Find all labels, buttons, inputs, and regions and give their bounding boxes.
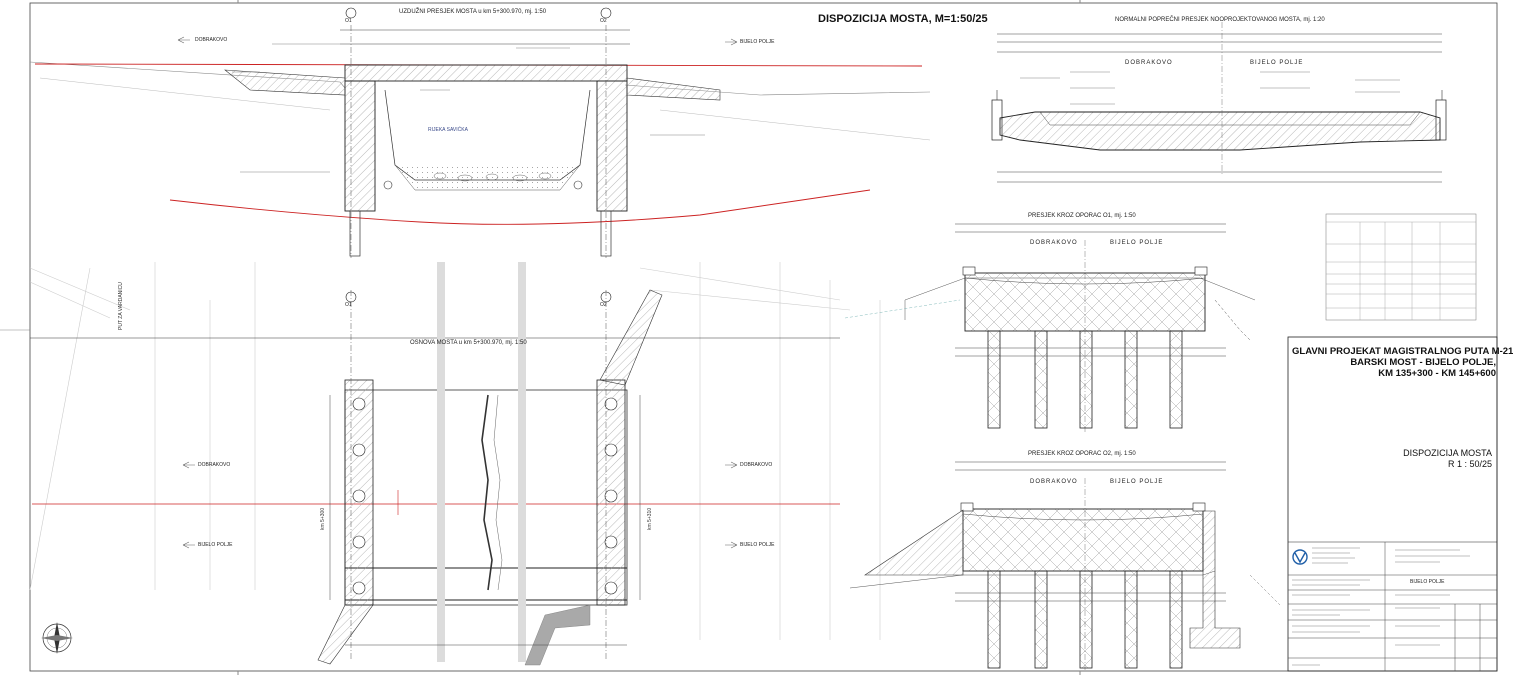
cross-section bbox=[991, 22, 1447, 183]
stacionaza-right: km 5+310 bbox=[647, 507, 653, 530]
abutment-o1-title: PRESJEK KROZ OPORAC O1, mj. 1:50 bbox=[1028, 213, 1136, 219]
longitudinal-section-title: UZDUŽNI PRESJEK MOSTA u km 5+300.970, mj… bbox=[399, 9, 547, 15]
deck-slab bbox=[344, 64, 628, 82]
abutment-o2 bbox=[596, 80, 628, 212]
drawing-scale: R 1 : 50/25 bbox=[1447, 459, 1492, 469]
o1-label-dobrakovo: DOBRAKOVO bbox=[1030, 240, 1078, 246]
abutment-o2-section bbox=[849, 461, 1281, 670]
project-title-line-2: BARSKI MOST - BIJELO POLJE, bbox=[1350, 357, 1496, 368]
direction-bijelo-polje-plan-2: BIJELO POLJE bbox=[740, 542, 775, 548]
cross-section-title: NORMALNI POPREČNI PRESJEK NOOPROJEKTOVAN… bbox=[1115, 17, 1325, 23]
direction-bijelo-polje-plan-1: DOBRAKOVO bbox=[740, 462, 773, 468]
stacionaza-left: km 5+300 bbox=[320, 507, 326, 530]
direction-bijelo-polje-top: BIJELO POLJE bbox=[740, 39, 775, 45]
direction-dobrakovo-top: DOBRAKOVO bbox=[195, 37, 228, 43]
sheet-border bbox=[29, 2, 1498, 672]
direction-dobrakovo-plan-2: BIJELO POLJE bbox=[198, 542, 233, 548]
plan-view-title: OSNOVA MOSTA u km 5+300.970, mj. 1:50 bbox=[410, 340, 527, 346]
project-title: GLAVNI PROJEKAT MAGISTRALNOG PUTA M-21 B… bbox=[1292, 346, 1513, 379]
abutment-o2-title: PRESJEK KROZ OPORAC O2, mj. 1:50 bbox=[1028, 451, 1136, 457]
cs-label-dobrakovo: DOBRAKOVO bbox=[1125, 60, 1173, 66]
axis-label-o1: O1 bbox=[345, 18, 352, 24]
north-arrow-icon bbox=[41, 622, 73, 654]
o2-label-bijelo-polje: BIJELO POLJE bbox=[1110, 479, 1164, 485]
title-block bbox=[1287, 336, 1498, 672]
axis-label-o2: O2 bbox=[600, 18, 607, 24]
project-title-line-1: GLAVNI PROJEKAT MAGISTRALNOG PUTA M-21 bbox=[1292, 346, 1513, 357]
materials-table bbox=[1325, 213, 1477, 321]
longitudinal-section bbox=[29, 7, 931, 258]
o2-label-dobrakovo: DOBRAKOVO bbox=[1030, 479, 1078, 485]
drawing-name-line-1: DISPOZICIJA MOSTA bbox=[1403, 448, 1492, 458]
road-label-left: PUT ZA VARDANICU bbox=[118, 282, 124, 330]
plan-view bbox=[29, 262, 881, 666]
river-label: RIJEKA SAVIĆKA bbox=[428, 127, 468, 133]
cs-label-bijelo-polje: BIJELO POLJE bbox=[1250, 60, 1304, 66]
river-bed-line bbox=[169, 189, 871, 225]
o1-label-bijelo-polje: BIJELO POLJE bbox=[1110, 240, 1164, 246]
plan-axis-label-o1: O1 bbox=[345, 302, 352, 308]
abutment-o1 bbox=[344, 80, 376, 212]
company-logo-icon bbox=[1292, 549, 1308, 565]
direction-dobrakovo-plan-1: DOBRAKOVO bbox=[198, 462, 231, 468]
abutment-o1-section bbox=[844, 223, 1256, 432]
plan-axis-label-o2: O2 bbox=[600, 302, 607, 308]
title-block-location: BIJELO POLJE bbox=[1410, 579, 1445, 585]
drawing-name: DISPOZICIJA MOSTA R 1 : 50/25 bbox=[1292, 448, 1492, 470]
sheet-title: DISPOZICIJA MOSTA, M=1:50/25 bbox=[818, 13, 988, 25]
project-title-line-3: KM 135+300 - KM 145+600 bbox=[1378, 368, 1496, 379]
